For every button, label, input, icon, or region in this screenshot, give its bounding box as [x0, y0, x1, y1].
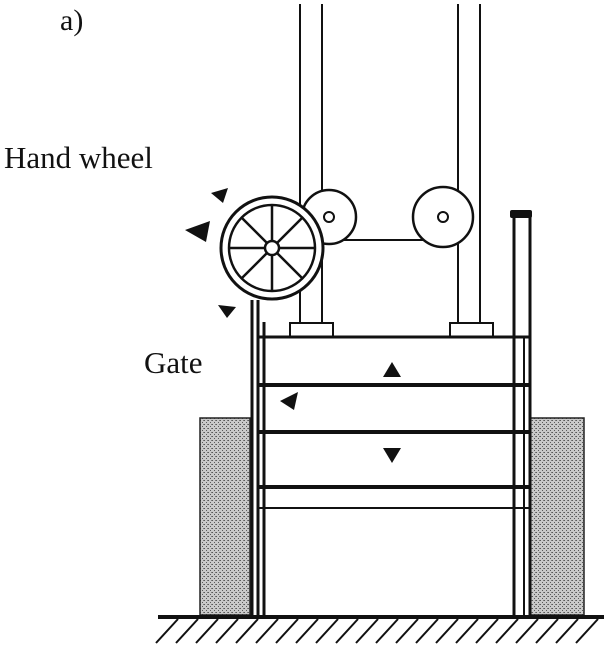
right-column: [457, 4, 481, 325]
hatch-mark: [435, 618, 459, 644]
hatch-mark: [495, 618, 519, 644]
left-guide-post: [250, 300, 260, 615]
hatch-mark: [215, 618, 239, 644]
hatch-mark: [275, 618, 299, 644]
hatch-mark: [475, 618, 499, 644]
hatch-mark: [535, 618, 559, 644]
hatch-mark: [555, 618, 579, 644]
hatch-mark: [575, 618, 599, 644]
hatch-mark: [255, 618, 279, 644]
hand-wheel-label: Hand wheel: [4, 140, 153, 175]
hand-wheel-icon: [219, 195, 325, 301]
hatch-mark: [335, 618, 359, 644]
gate-label: Gate: [144, 345, 203, 380]
rotation-arrow-icon: [185, 188, 236, 318]
panel-label: a): [60, 4, 84, 37]
hatch-mark: [395, 618, 419, 644]
left-arrow-icon: [280, 392, 298, 410]
hatch-mark: [515, 618, 539, 644]
hatch-mark: [195, 618, 219, 644]
down-arrow-icon: [383, 448, 401, 463]
gate-panel: [258, 322, 530, 615]
hatch-mark: [235, 618, 259, 644]
right-wall: [529, 417, 585, 616]
hatch-mark: [415, 618, 439, 644]
up-arrow-icon: [383, 362, 401, 377]
hatch-mark: [175, 618, 199, 644]
left-wall: [199, 417, 251, 616]
hatch-mark: [455, 618, 479, 644]
hatch-mark: [155, 618, 179, 644]
left-column-base: [289, 322, 334, 338]
hatch-mark: [355, 618, 379, 644]
right-column-base: [449, 322, 494, 338]
hatch-mark: [295, 618, 319, 644]
gate-motion-arrows: [280, 362, 401, 463]
ground-hatching-icon: [155, 618, 599, 644]
right-pulley: [411, 185, 475, 249]
right-guide-rail: [510, 210, 532, 615]
hatch-mark: [375, 618, 399, 644]
hatch-mark: [315, 618, 339, 644]
